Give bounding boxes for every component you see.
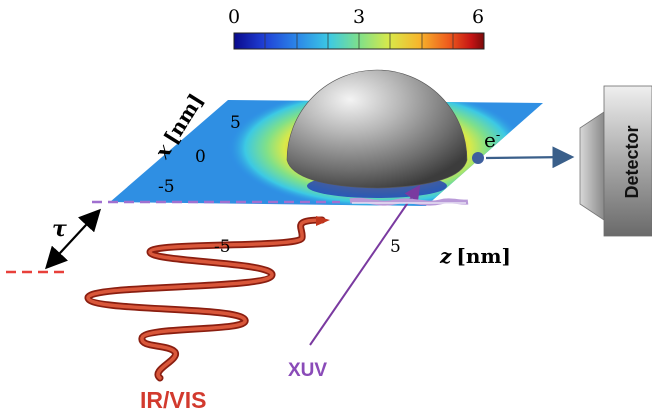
x-tick-5: 5 — [230, 113, 241, 133]
xuv-label: XUV — [288, 360, 327, 381]
detector-body — [603, 85, 652, 237]
colorbar-tick-0: 0 — [228, 6, 240, 28]
colorbar-tick-6: 6 — [472, 6, 484, 28]
ir-vis-pulse — [84, 216, 330, 382]
detector-label: Detector — [622, 125, 642, 198]
tau-double-arrow — [45, 208, 101, 270]
z-tick-5: 5 — [390, 237, 401, 257]
colorbar-tick-3: 3 — [353, 6, 365, 28]
hemisphere — [286, 69, 468, 189]
z-axis-label: z[nm] — [439, 244, 511, 268]
colorbar: 0 3 6 — [228, 6, 485, 50]
x-tick-minus5: -5 — [158, 177, 175, 197]
xuv-pulse-train — [349, 197, 469, 206]
ir-vis-label: IR/VIS — [140, 387, 206, 413]
x-tick-0: 0 — [195, 147, 206, 167]
tau-label: τ — [52, 216, 67, 242]
electron — [472, 152, 484, 164]
electron-label: e- — [484, 128, 500, 152]
nanosphere — [286, 69, 468, 189]
xuv-beam — [309, 184, 421, 346]
detector-front — [579, 111, 605, 221]
detector: Detector — [579, 85, 652, 237]
colorbar-ticks — [264, 33, 454, 49]
electron-trajectory-arrow — [485, 146, 575, 169]
z-tick-minus5: -5 — [214, 237, 231, 257]
